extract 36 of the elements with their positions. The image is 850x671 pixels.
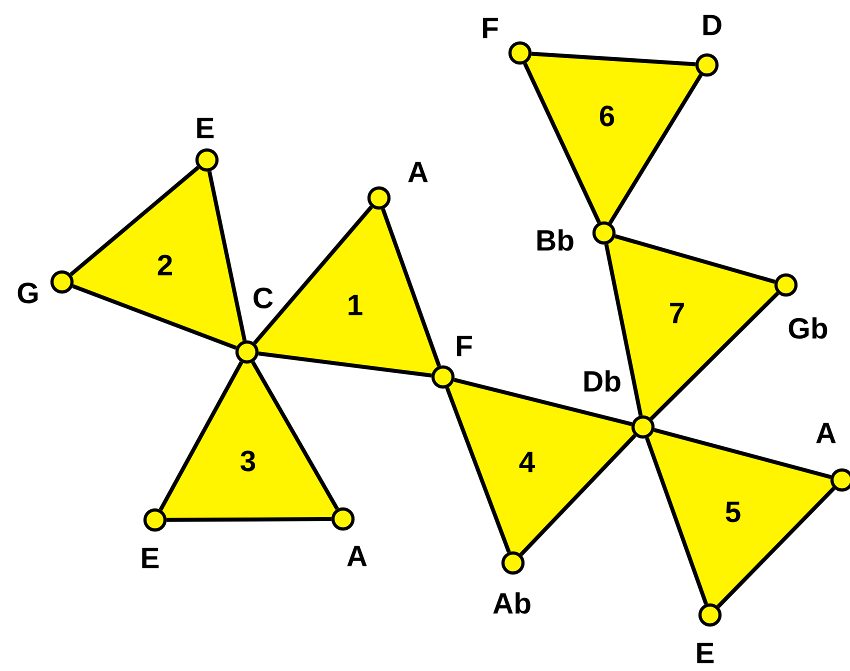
triangle-side: [531, 52, 696, 66]
triangle-side: [520, 434, 636, 556]
triangle-side: [523, 62, 601, 224]
triangle-side: [445, 387, 511, 553]
triangle-side: [650, 292, 780, 420]
vertex-label: E: [142, 548, 159, 568]
vertex-label: F: [483, 18, 498, 38]
triangle-side: [72, 284, 237, 350]
triangle-side: [207, 170, 247, 342]
triangle: 3: [155, 352, 343, 520]
vertex-label: A: [816, 422, 836, 444]
vertex-label: D: [703, 14, 722, 36]
triangle-side: [166, 517, 332, 522]
triangle-side: [604, 244, 643, 416]
vertex-label: A: [347, 546, 367, 566]
vertex-label: F: [457, 336, 472, 356]
triangle-side: [654, 428, 832, 479]
triangle-side: [716, 486, 836, 608]
triangle-side: [645, 437, 708, 605]
triangle-side: [251, 361, 339, 510]
vertex-label: E: [697, 642, 714, 664]
vertex-label: Gb: [788, 317, 828, 339]
triangle-side: [158, 361, 244, 511]
triangle-side: [454, 378, 632, 426]
triangle-side: [614, 234, 776, 284]
vertex-label: Ab: [493, 592, 530, 614]
triangle-side: [381, 208, 441, 367]
vertex-label: A: [408, 162, 428, 182]
vertex-label: C: [254, 288, 273, 308]
triangle-side: [70, 166, 200, 276]
triangle-side: [608, 74, 703, 224]
triangle-side: [258, 351, 432, 378]
triangle-side: [253, 206, 373, 344]
triangle: 2: [62, 160, 247, 352]
vertex-label: G: [18, 282, 38, 304]
vertex-label: E: [197, 118, 214, 138]
